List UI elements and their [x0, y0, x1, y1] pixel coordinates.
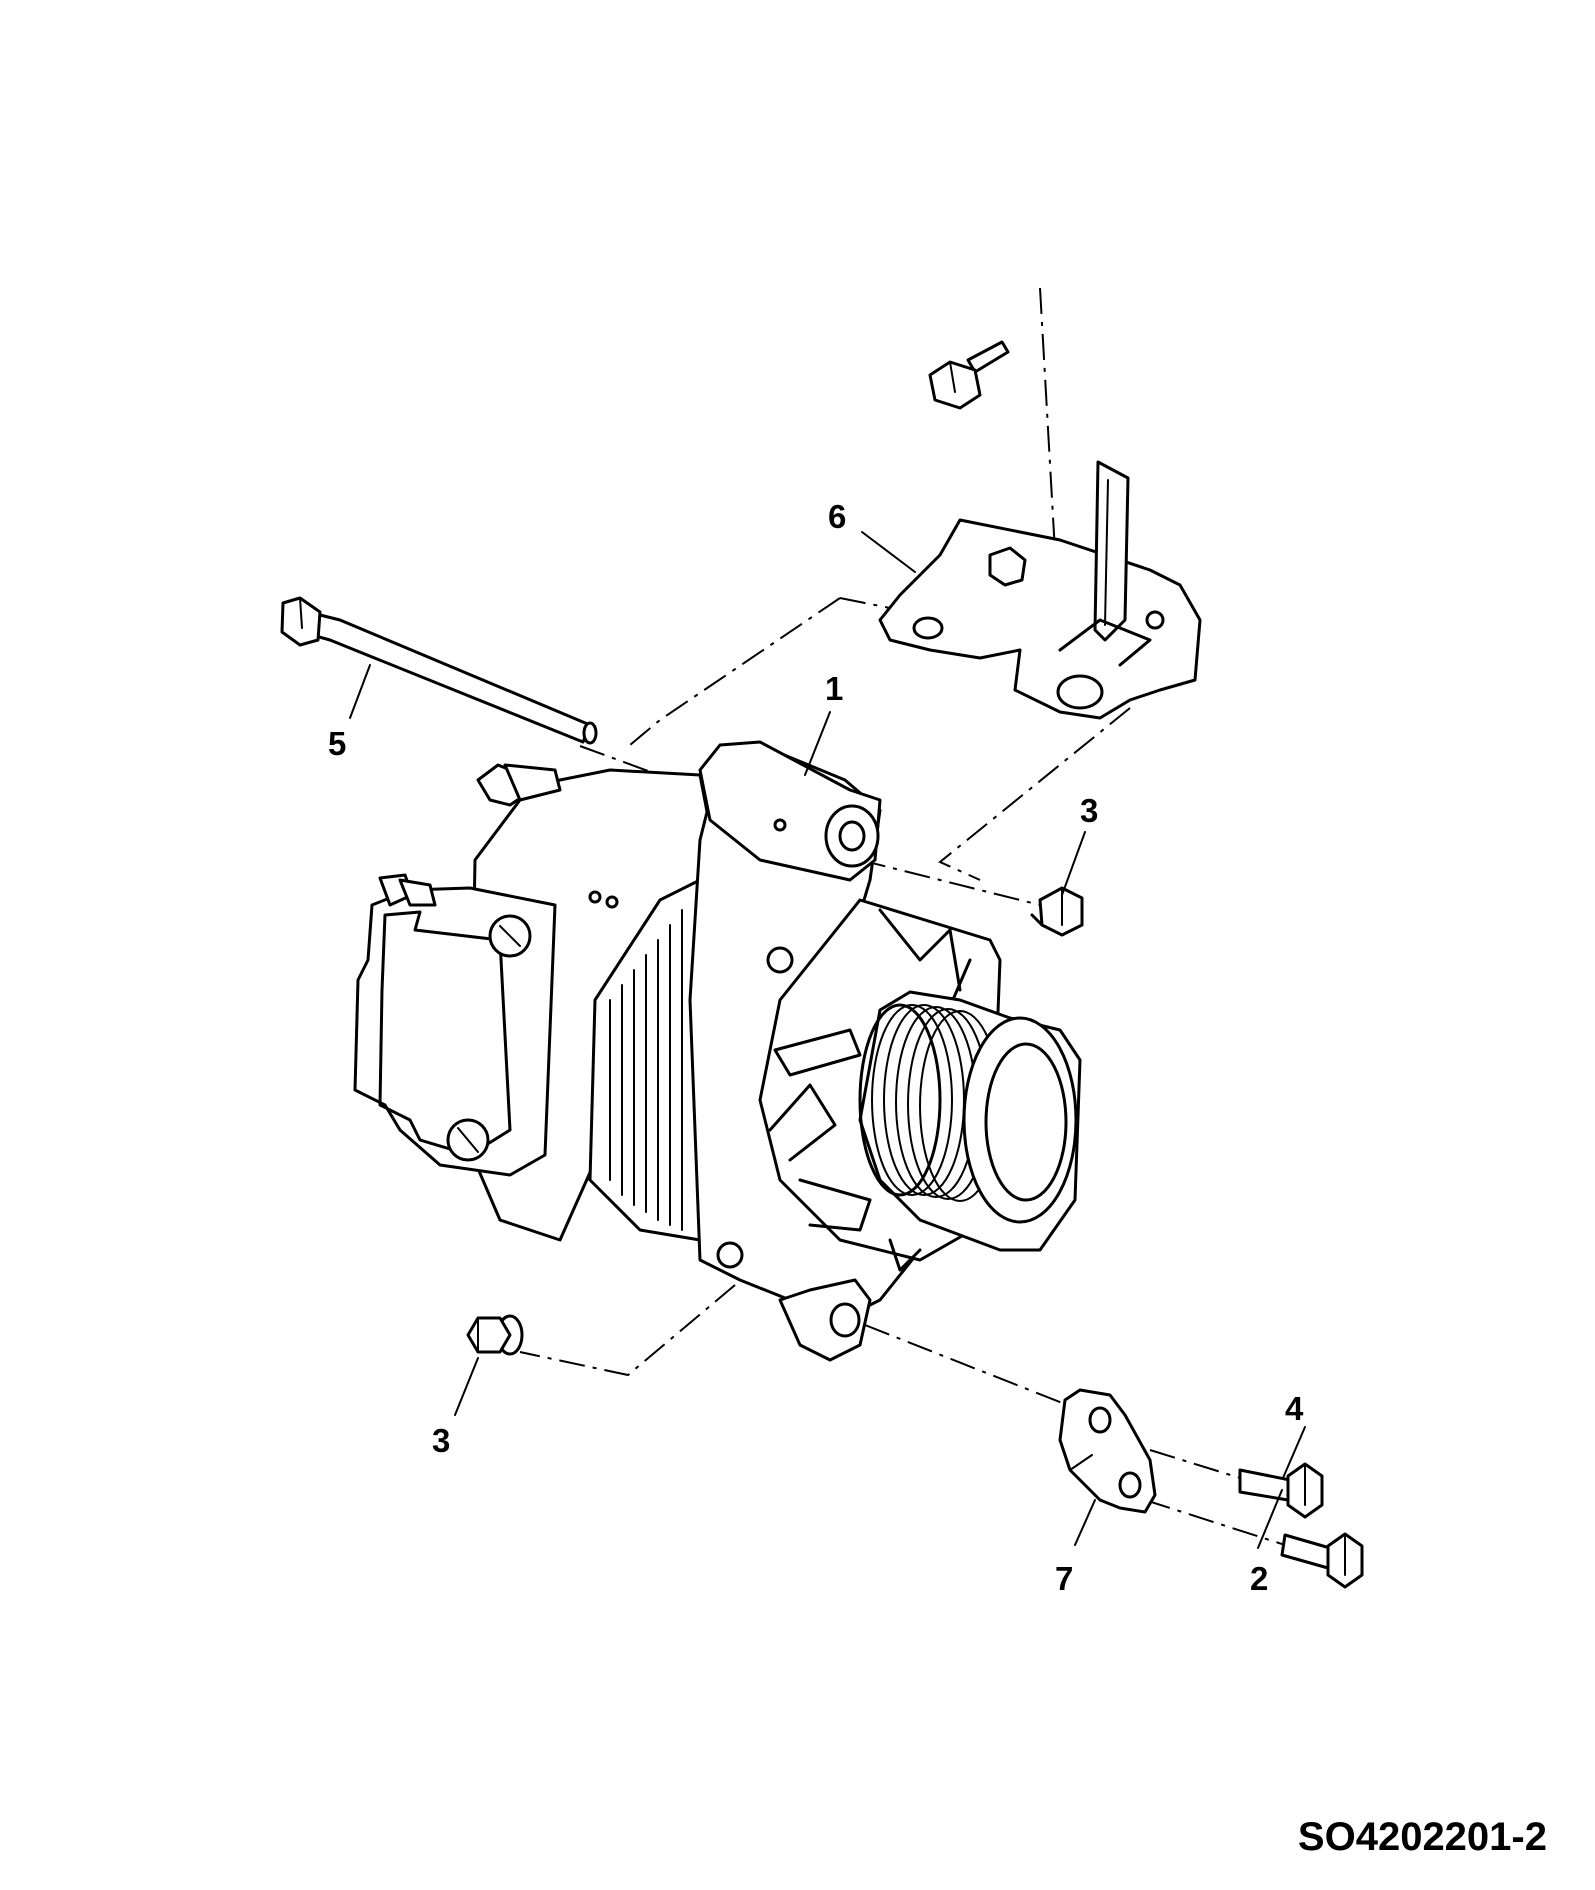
- flange-nut-part-3-right: [1030, 886, 1084, 937]
- callout-3-left: 3: [432, 1422, 450, 1459]
- callout-7: 7: [1055, 1560, 1073, 1597]
- stator-ribs: [609, 909, 683, 1231]
- mounting-bracket-part-6: [878, 460, 1202, 720]
- callout-5: 5: [328, 725, 346, 762]
- drive-pulley: [858, 990, 1082, 1252]
- callout-2: 2: [1250, 1560, 1268, 1597]
- upper-hex-bolt: [928, 340, 1010, 410]
- callout-6: 6: [828, 498, 846, 535]
- callout-1: 1: [825, 670, 843, 707]
- callout-3-right: 3: [1080, 792, 1098, 829]
- lower-bracket-part-7: [1058, 1388, 1157, 1514]
- flange-nut-part-3-left: [466, 1314, 524, 1356]
- callout-labels: 1 2 3 3 4 5 6 7: [328, 498, 1304, 1597]
- bolt-part-2: [1280, 1532, 1364, 1589]
- short-bolt-part-4: [1238, 1462, 1324, 1519]
- leader-lines: [349, 531, 1306, 1549]
- alternator-part-1: [353, 740, 1082, 1362]
- figure-reference-code: SO4202201-2: [1297, 1815, 1547, 1859]
- callout-4: 4: [1285, 1390, 1304, 1427]
- alignment-lines: [519, 287, 1286, 1546]
- through-bolt-part-5: [280, 596, 598, 745]
